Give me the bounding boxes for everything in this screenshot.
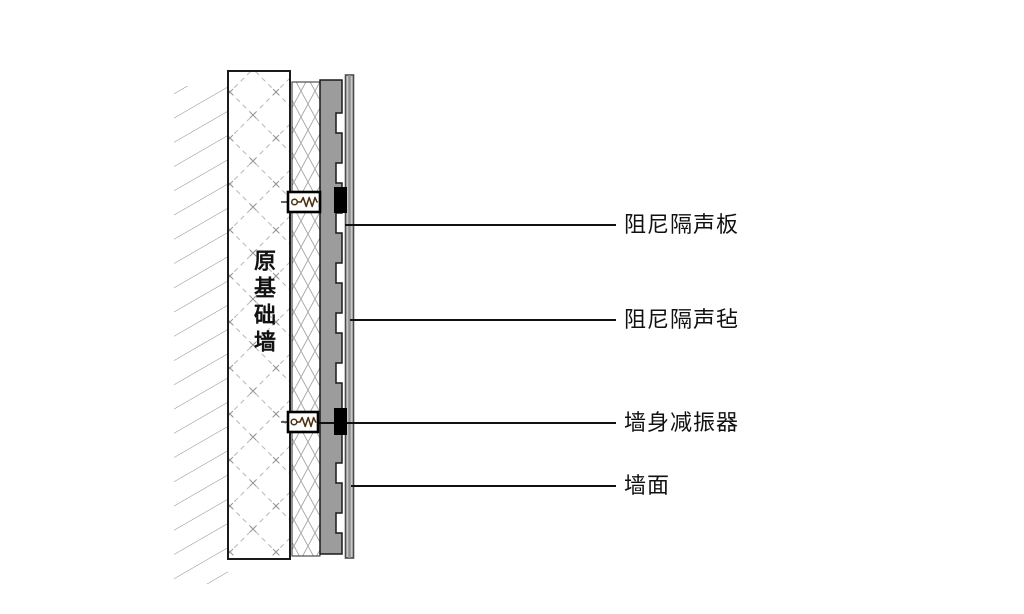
wall-damper-top bbox=[281, 187, 347, 214]
layer-original-base-wall bbox=[227, 70, 291, 560]
spring-icon bbox=[290, 196, 318, 208]
damper-mount-block bbox=[334, 408, 347, 435]
layer-damping-felt bbox=[291, 81, 321, 557]
label-wall-damper: 墙身减振器 bbox=[624, 410, 740, 435]
base-wall-label: 原基础墙 bbox=[251, 249, 276, 357]
damper-mount-block bbox=[334, 187, 347, 213]
layer-wall-face-panel bbox=[344, 74, 355, 559]
wall-damper-bottom bbox=[281, 408, 347, 435]
layer-damping-board bbox=[319, 79, 343, 555]
label-damping-board: 阻尼隔声板 bbox=[624, 212, 740, 237]
label-wall-face: 墙面 bbox=[624, 473, 671, 498]
section-hatch-field bbox=[174, 86, 228, 584]
spring-icon bbox=[290, 416, 317, 428]
leader-lines bbox=[318, 224, 616, 487]
label-damping-felt: 阻尼隔声毡 bbox=[624, 307, 740, 332]
